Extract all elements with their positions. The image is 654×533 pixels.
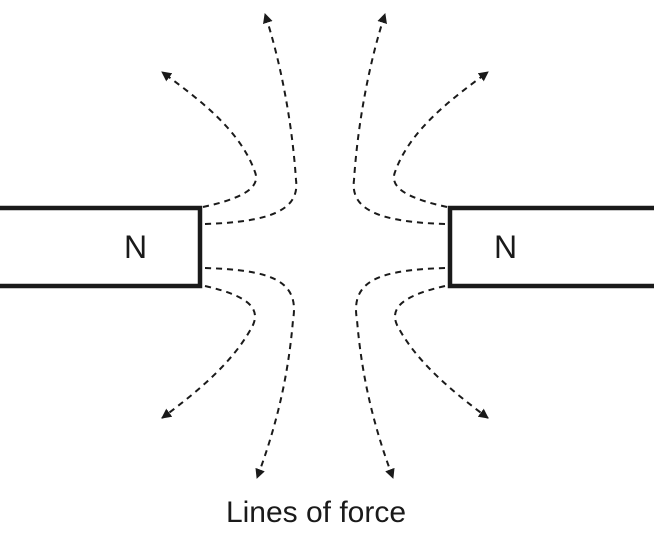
left-pole-label: N xyxy=(124,229,148,265)
left-magnet xyxy=(0,205,203,289)
left-field-line-4 xyxy=(161,285,256,419)
left-field-line-3 xyxy=(204,267,295,479)
right-field-line-3 xyxy=(355,267,446,479)
left-field-line-2 xyxy=(204,13,298,225)
right-field-line-1 xyxy=(392,71,489,208)
caption: Lines of force xyxy=(225,496,407,529)
right-field-line-2 xyxy=(352,13,446,225)
right-pole-label: N xyxy=(494,229,518,265)
right-field-line-4 xyxy=(394,285,489,419)
right-magnet xyxy=(447,205,654,289)
left-field-line-1 xyxy=(161,71,258,208)
